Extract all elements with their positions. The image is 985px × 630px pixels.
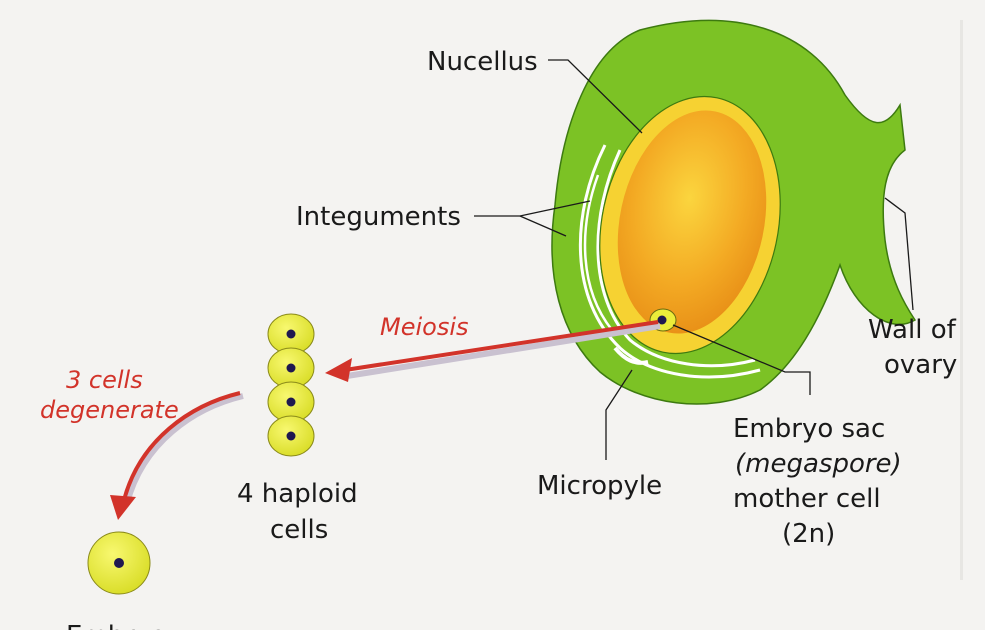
meiosis-label: Meiosis [380,313,469,341]
embryo-sac-leader [672,324,811,395]
leader-lines [474,59,914,460]
meiosis-arrow [325,320,661,382]
wall-of-ovary-label-line2: ovary [884,350,957,380]
nucellus-leader [548,59,643,134]
integument-outer-line [578,144,761,379]
integument-inner-line [596,149,756,368]
bottom-cut-label: Embryo [66,621,166,630]
haploid-label-line1: 4 haploid [237,479,358,509]
wall-of-ovary-label-line1: Wall of [868,315,957,345]
embryo-sac-label-line4: (2n) [782,519,835,549]
integuments-leader-2 [519,215,567,237]
embryo-sac-label-line2: (megaspore) [735,449,902,479]
haploid-cell [267,313,315,355]
micropyle-label: Micropyle [537,471,662,501]
haploid-label-line2: cells [270,515,328,545]
embryo-sac-label-line3: mother cell [733,484,881,514]
haploid-cell [267,381,315,423]
megaspore-nucleus [657,315,667,325]
embryo-sac-label-line1: Embryo sac [733,414,885,444]
integument-line-3 [583,174,613,331]
degenerate-label-line2: degenerate [40,396,179,424]
integuments-label: Integuments [296,202,461,232]
wall-leader [884,197,914,311]
nucellus-label: Nucellus [427,47,538,77]
haploid-cells [267,313,315,457]
surviving-cell [87,531,151,595]
ovule [551,19,917,405]
micropyle-opening [613,346,649,365]
degenerate-arrow [110,391,244,520]
degenerate-label-line1: 3 cells [66,366,143,394]
micropyle-leader [605,369,633,460]
nucellus-core [617,110,767,334]
haploid-cell [267,415,315,457]
